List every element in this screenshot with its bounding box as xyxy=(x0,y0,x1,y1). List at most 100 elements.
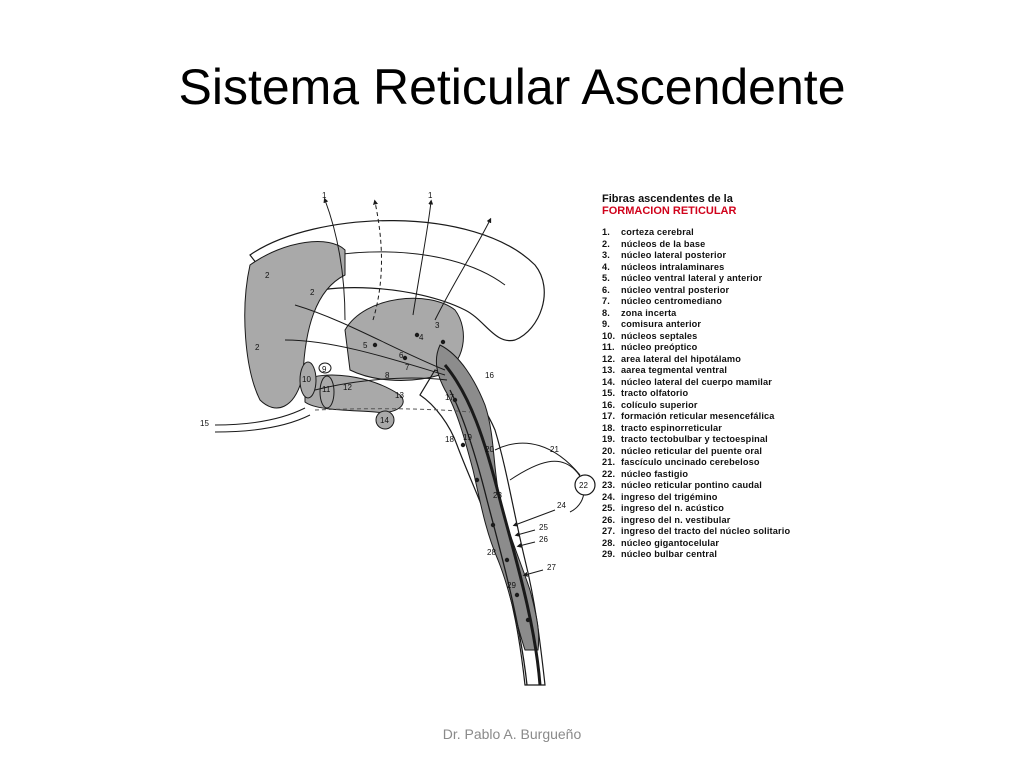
legend-item-number: 29. xyxy=(602,549,616,559)
legend-item-number: 13. xyxy=(602,365,616,375)
legend-item-text: núcleo ventral posterior xyxy=(621,284,730,295)
label-19: 19 xyxy=(463,433,472,442)
legend-item-text: aarea tegmental ventral xyxy=(621,365,728,375)
legend-item-text: núcleos intralaminares xyxy=(621,261,725,272)
legend-item: 29. núcleo bulbar central xyxy=(602,549,832,561)
label-3: 3 xyxy=(435,321,440,330)
legend-item: 15. tracto olfatorio xyxy=(602,388,832,400)
legend-item-number: 20. xyxy=(602,445,616,456)
legend-item-number: 26. xyxy=(602,514,616,525)
projection-arrow-2 xyxy=(372,199,382,321)
label-25: 25 xyxy=(539,523,548,532)
legend-item-number: 15. xyxy=(602,388,616,398)
legend-item: 10.núcleos septales xyxy=(602,331,832,343)
legend-item-text: núcleo gigantocelular xyxy=(621,537,720,548)
label-27: 27 xyxy=(547,563,556,572)
legend-item-text: tracto espinorreticular xyxy=(621,422,722,433)
legend-item: 13. aarea tegmental ventral xyxy=(602,365,832,377)
vestibular-input xyxy=(516,541,536,548)
legend-item-text: tracto olfatorio xyxy=(621,388,689,398)
legend: Fibras ascendentes de la FORMACION RETIC… xyxy=(602,193,832,561)
legend-item-text: núcleo centromediano xyxy=(621,296,723,306)
brainstem-outline xyxy=(419,369,546,686)
legend-item-text: zona incerta xyxy=(621,307,677,318)
label-24: 24 xyxy=(557,501,566,510)
label-2c: 2 xyxy=(255,343,260,352)
legend-item: 17.formación reticular mesencefálica xyxy=(602,411,832,423)
legend-item-number: 5. xyxy=(602,273,610,283)
preoptic-region xyxy=(319,375,335,409)
spinoreticular-tract xyxy=(443,364,542,686)
legend-item: 16. colículo superior xyxy=(602,400,832,412)
label-5: 5 xyxy=(363,341,368,350)
legend-item: 21.fascículo uncinado cerebeloso xyxy=(602,457,832,469)
legend-item: 22.núcleo fastigio xyxy=(602,469,832,481)
legend-item: 26.ingreso del n. vestibular xyxy=(602,515,832,527)
label-12: 12 xyxy=(343,383,352,392)
legend-item-text: colículo superior xyxy=(621,399,698,410)
legend-item-number: 24. xyxy=(602,491,616,502)
corpus-callosum-outline xyxy=(249,220,545,342)
legend-item-number: 7. xyxy=(602,296,610,306)
legend-item-text: núcleo ventral lateral y anterior xyxy=(621,273,763,283)
olfactory-tract xyxy=(214,407,306,426)
fastigial-nucleus xyxy=(574,474,596,496)
acoustic-input xyxy=(514,529,536,537)
slide-footer: Dr. Pablo A. Burgueño xyxy=(442,726,582,742)
legend-item-number: 6. xyxy=(602,284,610,295)
legend-item: 11.núcleo preóptico xyxy=(602,342,832,354)
label-28: 28 xyxy=(487,548,496,557)
brainstem-diagram: 1 1 2 2 2 3 4 5 6 7 8 9 10 11 12 13 14 1… xyxy=(195,180,830,690)
legend-item: 24.ingreso del trigémino xyxy=(602,492,832,504)
legend-item-text: ingreso del n. acústico xyxy=(621,503,725,513)
legend-item-text: núcleo reticular pontino caudal xyxy=(621,480,762,490)
legend-item: 25.ingreso del n. acústico xyxy=(602,503,832,515)
legend-item-text: area lateral del hipotálamo xyxy=(621,353,741,364)
legend-item-number: 17. xyxy=(602,411,616,421)
legend-item-number: 21. xyxy=(602,457,616,467)
label-20: 20 xyxy=(485,445,494,454)
label-9: 9 xyxy=(322,365,327,374)
projection-arrow-3 xyxy=(412,199,434,316)
septal-region xyxy=(299,361,317,399)
projection-arrow-4 xyxy=(434,217,492,321)
legend-item: 14.núcleo lateral del cuerpo mamilar xyxy=(602,377,832,389)
legend-subtitle: FORMACION RETICULAR xyxy=(602,205,737,217)
legend-item-number: 10. xyxy=(602,330,616,341)
solitary-input xyxy=(522,569,544,577)
projection-arrow-1 xyxy=(323,197,346,321)
legend-item: 12.area lateral del hipotálamo xyxy=(602,354,832,366)
legend-item-text: núcleo lateral del cuerpo mamilar xyxy=(621,376,772,387)
legend-item-number: 2. xyxy=(602,238,610,249)
label-14: 14 xyxy=(380,416,389,425)
label-1a: 1 xyxy=(322,191,327,200)
label-13: 13 xyxy=(395,391,404,400)
label-4: 4 xyxy=(419,333,424,342)
legend-item: 8.zona incerta xyxy=(602,308,832,320)
label-16: 16 xyxy=(485,371,494,380)
label-22: 22 xyxy=(579,481,588,490)
label-23: 23 xyxy=(493,491,502,500)
legend-item: 7. núcleo centromediano xyxy=(602,296,832,308)
mammillary-body xyxy=(375,410,395,430)
legend-item-number: 1. xyxy=(602,227,610,237)
legend-item: 18. tracto espinorreticular xyxy=(602,423,832,435)
label-8: 8 xyxy=(385,371,390,380)
legend-item-text: núcleo preóptico xyxy=(621,342,698,352)
label-11: 11 xyxy=(322,385,331,394)
legend-item-text: corteza cerebral xyxy=(621,227,694,237)
legend-item: 4.núcleos intralaminares xyxy=(602,262,832,274)
legend-item-number: 18. xyxy=(602,422,616,433)
legend-item: 19.tracto tectobulbar y tectoespinal xyxy=(602,434,832,446)
legend-item-number: 19. xyxy=(602,434,616,444)
label-29: 29 xyxy=(507,581,516,590)
legend-item: 6. núcleo ventral posterior xyxy=(602,285,832,297)
legend-item-text: núcleo bulbar central xyxy=(621,549,718,559)
label-26: 26 xyxy=(539,535,548,544)
label-18: 18 xyxy=(445,435,454,444)
legend-item-number: 16. xyxy=(602,399,616,410)
legend-item-number: 9. xyxy=(602,319,610,329)
legend-item-text: núcleos de la base xyxy=(621,238,706,249)
legend-item: 23.núcleo reticular pontino caudal xyxy=(602,480,832,492)
